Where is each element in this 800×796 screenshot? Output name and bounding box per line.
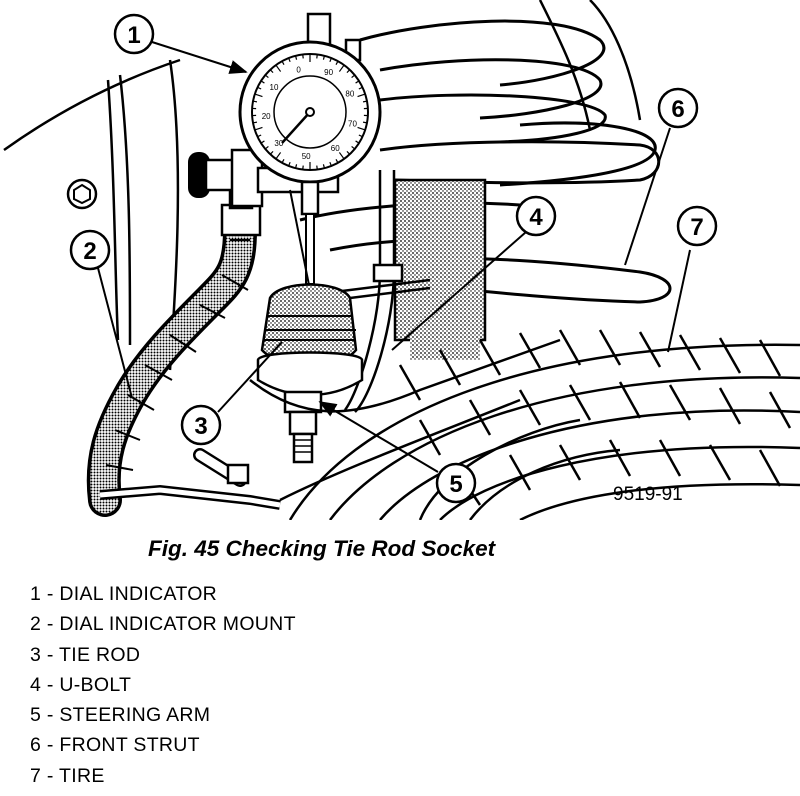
dial-number: 10	[270, 83, 279, 92]
dial-tick	[254, 93, 263, 98]
dial-tick	[264, 74, 269, 79]
dial-number: 30	[274, 139, 283, 148]
dial-tick	[357, 93, 366, 98]
strut-body-lower	[410, 300, 480, 360]
dial-tick	[351, 145, 356, 150]
dial-tick	[269, 150, 274, 155]
dial-tick	[252, 100, 258, 103]
dial-tick	[257, 134, 262, 138]
callout-3-label: 3	[194, 413, 207, 440]
callout-7-label: 7	[690, 214, 703, 241]
dial-tick	[260, 140, 265, 144]
dial-tick	[355, 80, 360, 84]
dial-tick	[294, 55, 298, 60]
fender-bolt	[66, 178, 98, 210]
callout-5-label: 5	[449, 471, 462, 498]
legend-item: 6 - FRONT STRUT	[30, 734, 200, 757]
callout-2-label: 2	[83, 238, 96, 265]
dial-number: 0	[296, 65, 301, 74]
dial-tick	[260, 80, 265, 84]
dial-tick	[362, 100, 368, 103]
callout-2: 2	[69, 229, 111, 271]
dial-tick	[322, 55, 326, 60]
parts-legend: 1 - DIAL INDICATOR 2 - DIAL INDICATOR MO…	[30, 579, 296, 791]
legend-item: 4 - U-BOLT	[30, 673, 132, 696]
figure-caption: Fig. 45 Checking Tie Rod Socket	[148, 536, 496, 561]
dial-tick	[281, 159, 285, 164]
dial-tick	[316, 54, 318, 59]
figure-code: 9519-91	[613, 484, 683, 505]
dial-tick	[288, 57, 291, 63]
dial-tick	[257, 86, 262, 90]
callout-5: 5	[435, 462, 477, 504]
dial-tick	[362, 121, 368, 124]
dial-tick	[322, 164, 326, 169]
dial-tick	[355, 140, 360, 144]
callout-7: 7	[676, 205, 718, 247]
legend-item: 2 - DIAL INDICATOR MOUNT	[30, 613, 296, 636]
dial-tick	[275, 64, 282, 72]
dial-tick	[252, 121, 258, 124]
callout-1: 1	[113, 13, 155, 55]
callout-3: 3	[180, 404, 222, 446]
dial-tick	[302, 54, 304, 59]
callout-4-label: 4	[529, 204, 543, 231]
callout-1-label: 1	[127, 22, 140, 49]
strut-spring	[359, 19, 657, 187]
callout-6: 6	[657, 87, 699, 129]
dial-tick	[346, 69, 351, 74]
dial-tick	[288, 161, 291, 167]
dial-tick	[358, 86, 363, 90]
legend-item: 3 - TIE ROD	[30, 643, 141, 666]
dial-tick	[275, 152, 282, 160]
dial-tick	[302, 165, 304, 170]
dial-tick	[329, 57, 332, 63]
tie-rod-socket	[256, 283, 364, 464]
dial-number: 60	[331, 144, 340, 153]
dial-number: 20	[262, 112, 271, 121]
dial-number: 70	[348, 119, 357, 128]
dial-tick	[358, 134, 363, 138]
dial-number: 50	[302, 152, 311, 161]
dial-tick	[281, 60, 285, 65]
legend-item: 1 - DIAL INDICATOR	[30, 583, 218, 605]
dial-tick	[254, 126, 263, 131]
callout-4: 4	[515, 195, 557, 237]
dial-tick	[264, 145, 269, 150]
dial-tick	[329, 161, 332, 167]
dial-number: 80	[345, 89, 354, 98]
dial-tick	[338, 64, 345, 72]
dial-tick	[335, 60, 339, 65]
fender-panel	[3, 0, 642, 371]
dial-tick	[335, 159, 339, 164]
legend-item: 7 - TIRE	[30, 764, 105, 787]
legend-item: 5 - STEERING ARM	[30, 704, 211, 727]
dial-tick	[294, 164, 298, 169]
leader-lines	[97, 41, 691, 473]
dial-tick	[316, 165, 318, 170]
dial-tick	[269, 69, 274, 74]
dial-tick	[338, 152, 345, 160]
u-bolt	[269, 170, 431, 413]
dial-number: 90	[324, 68, 333, 77]
dial-tick	[351, 74, 356, 79]
callout-6-label: 6	[671, 96, 684, 123]
dial-tick	[346, 150, 351, 155]
dial-indicator-mount	[86, 186, 281, 517]
dial-tick	[357, 126, 366, 131]
